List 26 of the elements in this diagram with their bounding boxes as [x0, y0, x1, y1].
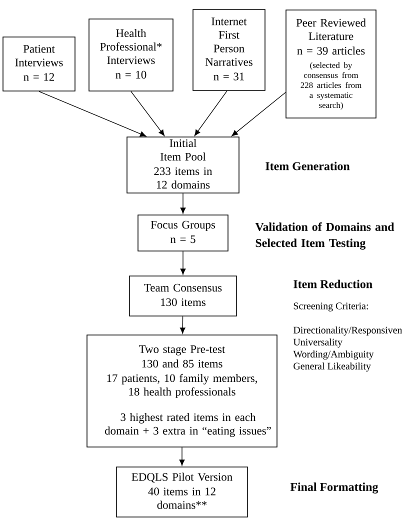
stage-label: Item Reduction — [294, 280, 372, 288]
note-text: General Likeability — [294, 362, 371, 372]
note-text: Directionality/Responsiven — [293, 326, 402, 336]
process-box: Initial Item Pool 233 items in 12 domains — [126, 136, 240, 194]
arrow — [232, 92, 286, 136]
stage-label: Final Formatting — [290, 482, 378, 494]
process-box: Internet First Person Narratives n = 31 — [192, 9, 266, 91]
stage-label: Validation of Domains and Selected Item Testing — [255, 222, 394, 250]
note-text: Wording/Ambiguity — [293, 350, 374, 360]
process-box: EDQLS Pilot Version 40 items in 12 domains** — [116, 466, 248, 518]
arrow — [180, 193, 186, 214]
process-box: Peer Reviewed Literature n = 39 articles (selected by consensus from 228 articles from a systematic search) — [286, 10, 376, 118]
process-box: Patient Interviews n = 12 — [2, 36, 76, 92]
process-box: Focus Groups n = 5 — [138, 214, 228, 252]
note-text: Screening Criteria: — [294, 302, 368, 312]
stage-label: Item Generation — [266, 162, 350, 170]
note-text: Universality — [293, 338, 342, 348]
arrow — [194, 90, 228, 136]
process-box: Health Professional* Interviews n = 10 — [88, 18, 174, 92]
process-box: Two stage Pre-test 130 and 85 items 17 patients, 10 family members, 18 health professionals 3 highest rated items in each domain + 3 extra in “eating issues” — [86, 334, 278, 448]
arrow — [38, 91, 146, 137]
arrow — [180, 316, 186, 334]
arrow — [180, 251, 186, 275]
arrow — [130, 91, 165, 136]
arrow — [179, 447, 185, 466]
process-box: Team Consensus 130 items — [129, 276, 237, 316]
